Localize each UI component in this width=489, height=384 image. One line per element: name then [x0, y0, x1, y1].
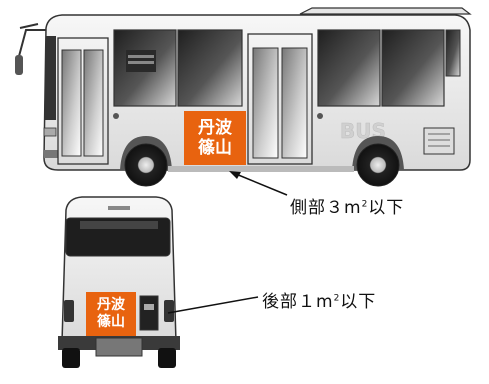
rear-callout-prefix: 後部１m	[262, 292, 334, 312]
front-wheel	[124, 143, 168, 187]
rear-view-bus	[58, 196, 180, 368]
rear-area-callout: 後部１m2以下	[262, 287, 376, 312]
rear-label-line2: 篠山	[97, 314, 125, 330]
side-callout-arrow	[229, 171, 288, 196]
rear-callout-line	[167, 296, 259, 314]
side-view-bus: BUS	[15, 7, 472, 187]
side-ad-area-label: 丹波 篠山	[184, 111, 246, 165]
rear-label-line1: 丹波	[97, 297, 125, 314]
rear-wheel	[356, 143, 400, 187]
side-area-callout: 側部３m2以下	[290, 193, 404, 218]
side-label-line1: 丹波	[198, 117, 232, 138]
rear-ad-area-label: 丹波 篠山	[86, 292, 136, 336]
side-callout-prefix: 側部３m	[290, 198, 362, 218]
rear-callout-exp: 2	[333, 293, 341, 304]
side-callout-suffix: 以下	[368, 198, 405, 218]
rear-callout-suffix: 以下	[340, 292, 377, 312]
side-callout-exp: 2	[361, 199, 369, 210]
side-label-line2: 篠山	[198, 138, 232, 158]
